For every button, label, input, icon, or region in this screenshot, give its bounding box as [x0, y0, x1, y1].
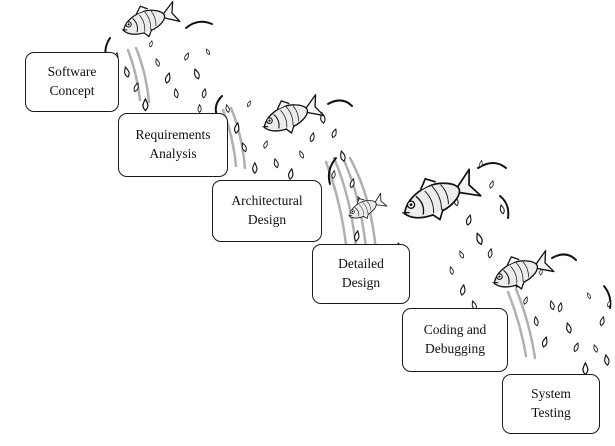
phase-label-line1: Coding and	[423, 322, 487, 338]
phase-label-line1: Architectural	[231, 193, 303, 209]
phase-label-line2: Concept	[49, 83, 95, 98]
phase-label-line1: Software	[47, 64, 97, 80]
phase-label-line1: Requirements	[135, 127, 211, 143]
salmon-icon	[116, 0, 182, 45]
phase-label-line1: Detailed	[338, 256, 384, 272]
phase-label-line2: Analysis	[149, 146, 197, 161]
phase-box-software-concept: Software Concept	[25, 52, 119, 112]
phase-label-line2: Design	[247, 212, 287, 227]
phase-box-coding-and-debugging: Coding and Debugging	[402, 308, 508, 372]
phase-box-requirements-analysis: Requirements Analysis	[118, 113, 228, 177]
salmon-icon	[255, 88, 327, 143]
phase-box-architectural-design: Architectural Design	[212, 180, 322, 242]
phase-label-line2: Debugging	[425, 341, 485, 356]
phase-box-system-testing: System Testing	[502, 374, 600, 434]
phase-label-line2: Design	[341, 275, 381, 290]
phase-label-line1: System	[531, 386, 571, 402]
phase-box-detailed-design: Detailed Design	[312, 244, 410, 304]
salmon-icon	[485, 244, 557, 299]
phase-label-line2: Testing	[531, 405, 571, 420]
